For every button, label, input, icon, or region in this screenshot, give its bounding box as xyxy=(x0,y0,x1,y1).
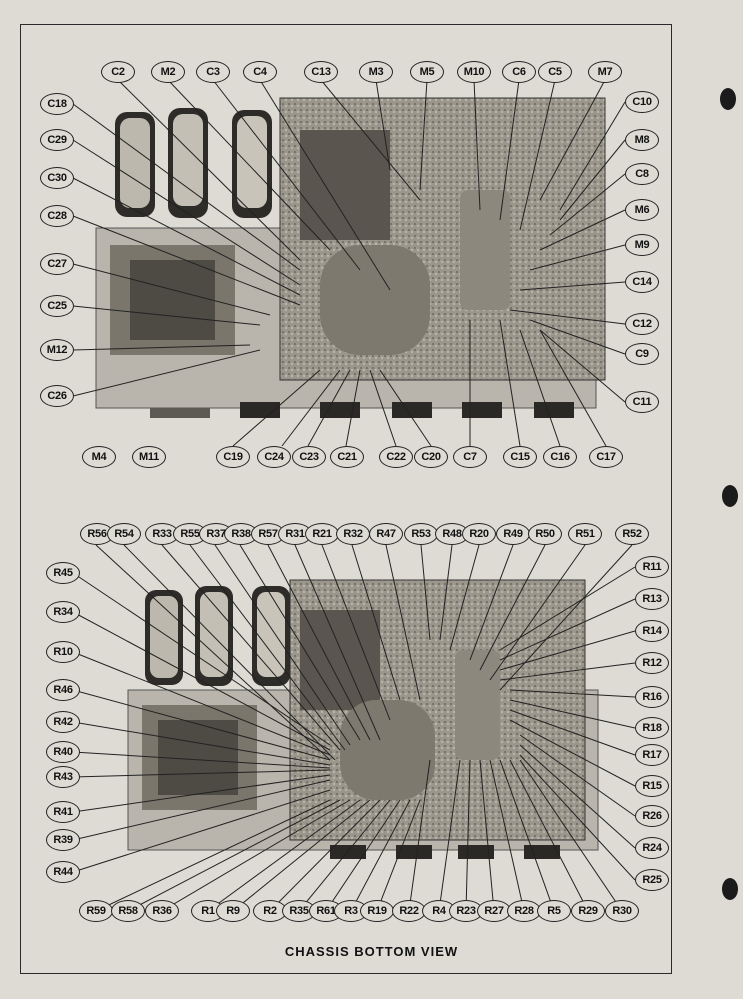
callout-label: R10 xyxy=(46,641,80,663)
callout-label: R13 xyxy=(635,588,669,610)
callout-label: R5 xyxy=(537,900,571,922)
callout-label: C5 xyxy=(538,61,572,83)
callout-label: C24 xyxy=(257,446,291,468)
callout-label: R31 xyxy=(278,523,312,545)
callout-label: R9 xyxy=(216,900,250,922)
callout-label: C26 xyxy=(40,385,74,407)
callout-label: R28 xyxy=(507,900,541,922)
callout-label: R21 xyxy=(305,523,339,545)
callout-label: M3 xyxy=(359,61,393,83)
callout-label: R2 xyxy=(253,900,287,922)
callout-label: R27 xyxy=(477,900,511,922)
callout-label: R46 xyxy=(46,679,80,701)
callout-label: R40 xyxy=(46,741,80,763)
callout-label: R52 xyxy=(615,523,649,545)
callout-label: C27 xyxy=(40,253,74,275)
callout-label: C6 xyxy=(502,61,536,83)
callout-label: M12 xyxy=(40,339,74,361)
callout-label: C14 xyxy=(625,271,659,293)
callout-label: M7 xyxy=(588,61,622,83)
callout-label: M10 xyxy=(457,61,491,83)
callout-label: M6 xyxy=(625,199,659,221)
callout-label: C9 xyxy=(625,343,659,365)
callout-label: M4 xyxy=(82,446,116,468)
callout-label: M9 xyxy=(625,234,659,256)
callout-label: R45 xyxy=(46,562,80,584)
callout-label: R43 xyxy=(46,766,80,788)
callout-label: R29 xyxy=(571,900,605,922)
callout-label: C23 xyxy=(292,446,326,468)
callout-label: C12 xyxy=(625,313,659,335)
callout-label: C20 xyxy=(414,446,448,468)
callout-label: C7 xyxy=(453,446,487,468)
callout-label: R47 xyxy=(369,523,403,545)
callout-label: C2 xyxy=(101,61,135,83)
callout-label: C21 xyxy=(330,446,364,468)
callout-label: R54 xyxy=(107,523,141,545)
callout-label: C19 xyxy=(216,446,250,468)
callout-label: C11 xyxy=(625,391,659,413)
callout-label: R44 xyxy=(46,861,80,883)
callout-label: R30 xyxy=(605,900,639,922)
callout-label: R59 xyxy=(79,900,113,922)
callout-label: C16 xyxy=(543,446,577,468)
callout-label: M2 xyxy=(151,61,185,83)
callout-label: R16 xyxy=(635,686,669,708)
callout-label: R42 xyxy=(46,711,80,733)
callout-label: R32 xyxy=(336,523,370,545)
callout-label: M8 xyxy=(625,129,659,151)
callout-label: C18 xyxy=(40,93,74,115)
callout-label: C28 xyxy=(40,205,74,227)
top-chassis-photo xyxy=(95,97,606,418)
callout-label: R17 xyxy=(635,744,669,766)
callout-label: R57 xyxy=(251,523,285,545)
binder-hole xyxy=(720,88,736,110)
binder-hole xyxy=(722,485,738,507)
callout-label: R50 xyxy=(528,523,562,545)
binder-hole xyxy=(722,878,738,900)
callout-label: C25 xyxy=(40,295,74,317)
callout-label: R24 xyxy=(635,837,669,859)
callout-label: C10 xyxy=(625,91,659,113)
leader-lines xyxy=(72,79,636,912)
callout-label: R25 xyxy=(635,869,669,891)
callout-label: C8 xyxy=(625,163,659,185)
callout-label: M11 xyxy=(132,446,166,468)
callout-label: C22 xyxy=(379,446,413,468)
callout-label: R20 xyxy=(462,523,496,545)
callout-label: R53 xyxy=(404,523,438,545)
callout-label: R56 xyxy=(80,523,114,545)
callout-label: R35 xyxy=(282,900,316,922)
callout-label: C30 xyxy=(40,167,74,189)
callout-label: R26 xyxy=(635,805,669,827)
figure-caption: CHASSIS BOTTOM VIEW xyxy=(284,944,459,959)
callout-label: R36 xyxy=(145,900,179,922)
callout-label: R58 xyxy=(111,900,145,922)
callout-label: R11 xyxy=(635,556,669,578)
callout-label: C17 xyxy=(589,446,623,468)
callout-label: M5 xyxy=(410,61,444,83)
callout-label: C29 xyxy=(40,129,74,151)
callout-label: R4 xyxy=(422,900,456,922)
callout-label: R51 xyxy=(568,523,602,545)
page-frame xyxy=(20,24,672,974)
callout-label: C13 xyxy=(304,61,338,83)
callout-label: C3 xyxy=(196,61,230,83)
callout-label: R22 xyxy=(392,900,426,922)
callout-label: R49 xyxy=(496,523,530,545)
callout-label: R14 xyxy=(635,620,669,642)
callout-label: R34 xyxy=(46,601,80,623)
callout-label: R39 xyxy=(46,829,80,851)
callout-label: C4 xyxy=(243,61,277,83)
callout-label: R19 xyxy=(360,900,394,922)
callout-label: R3 xyxy=(334,900,368,922)
callout-label: R12 xyxy=(635,652,669,674)
callout-label: R41 xyxy=(46,801,80,823)
callout-label: R18 xyxy=(635,717,669,739)
callout-label: C15 xyxy=(503,446,537,468)
callout-label: R15 xyxy=(635,775,669,797)
